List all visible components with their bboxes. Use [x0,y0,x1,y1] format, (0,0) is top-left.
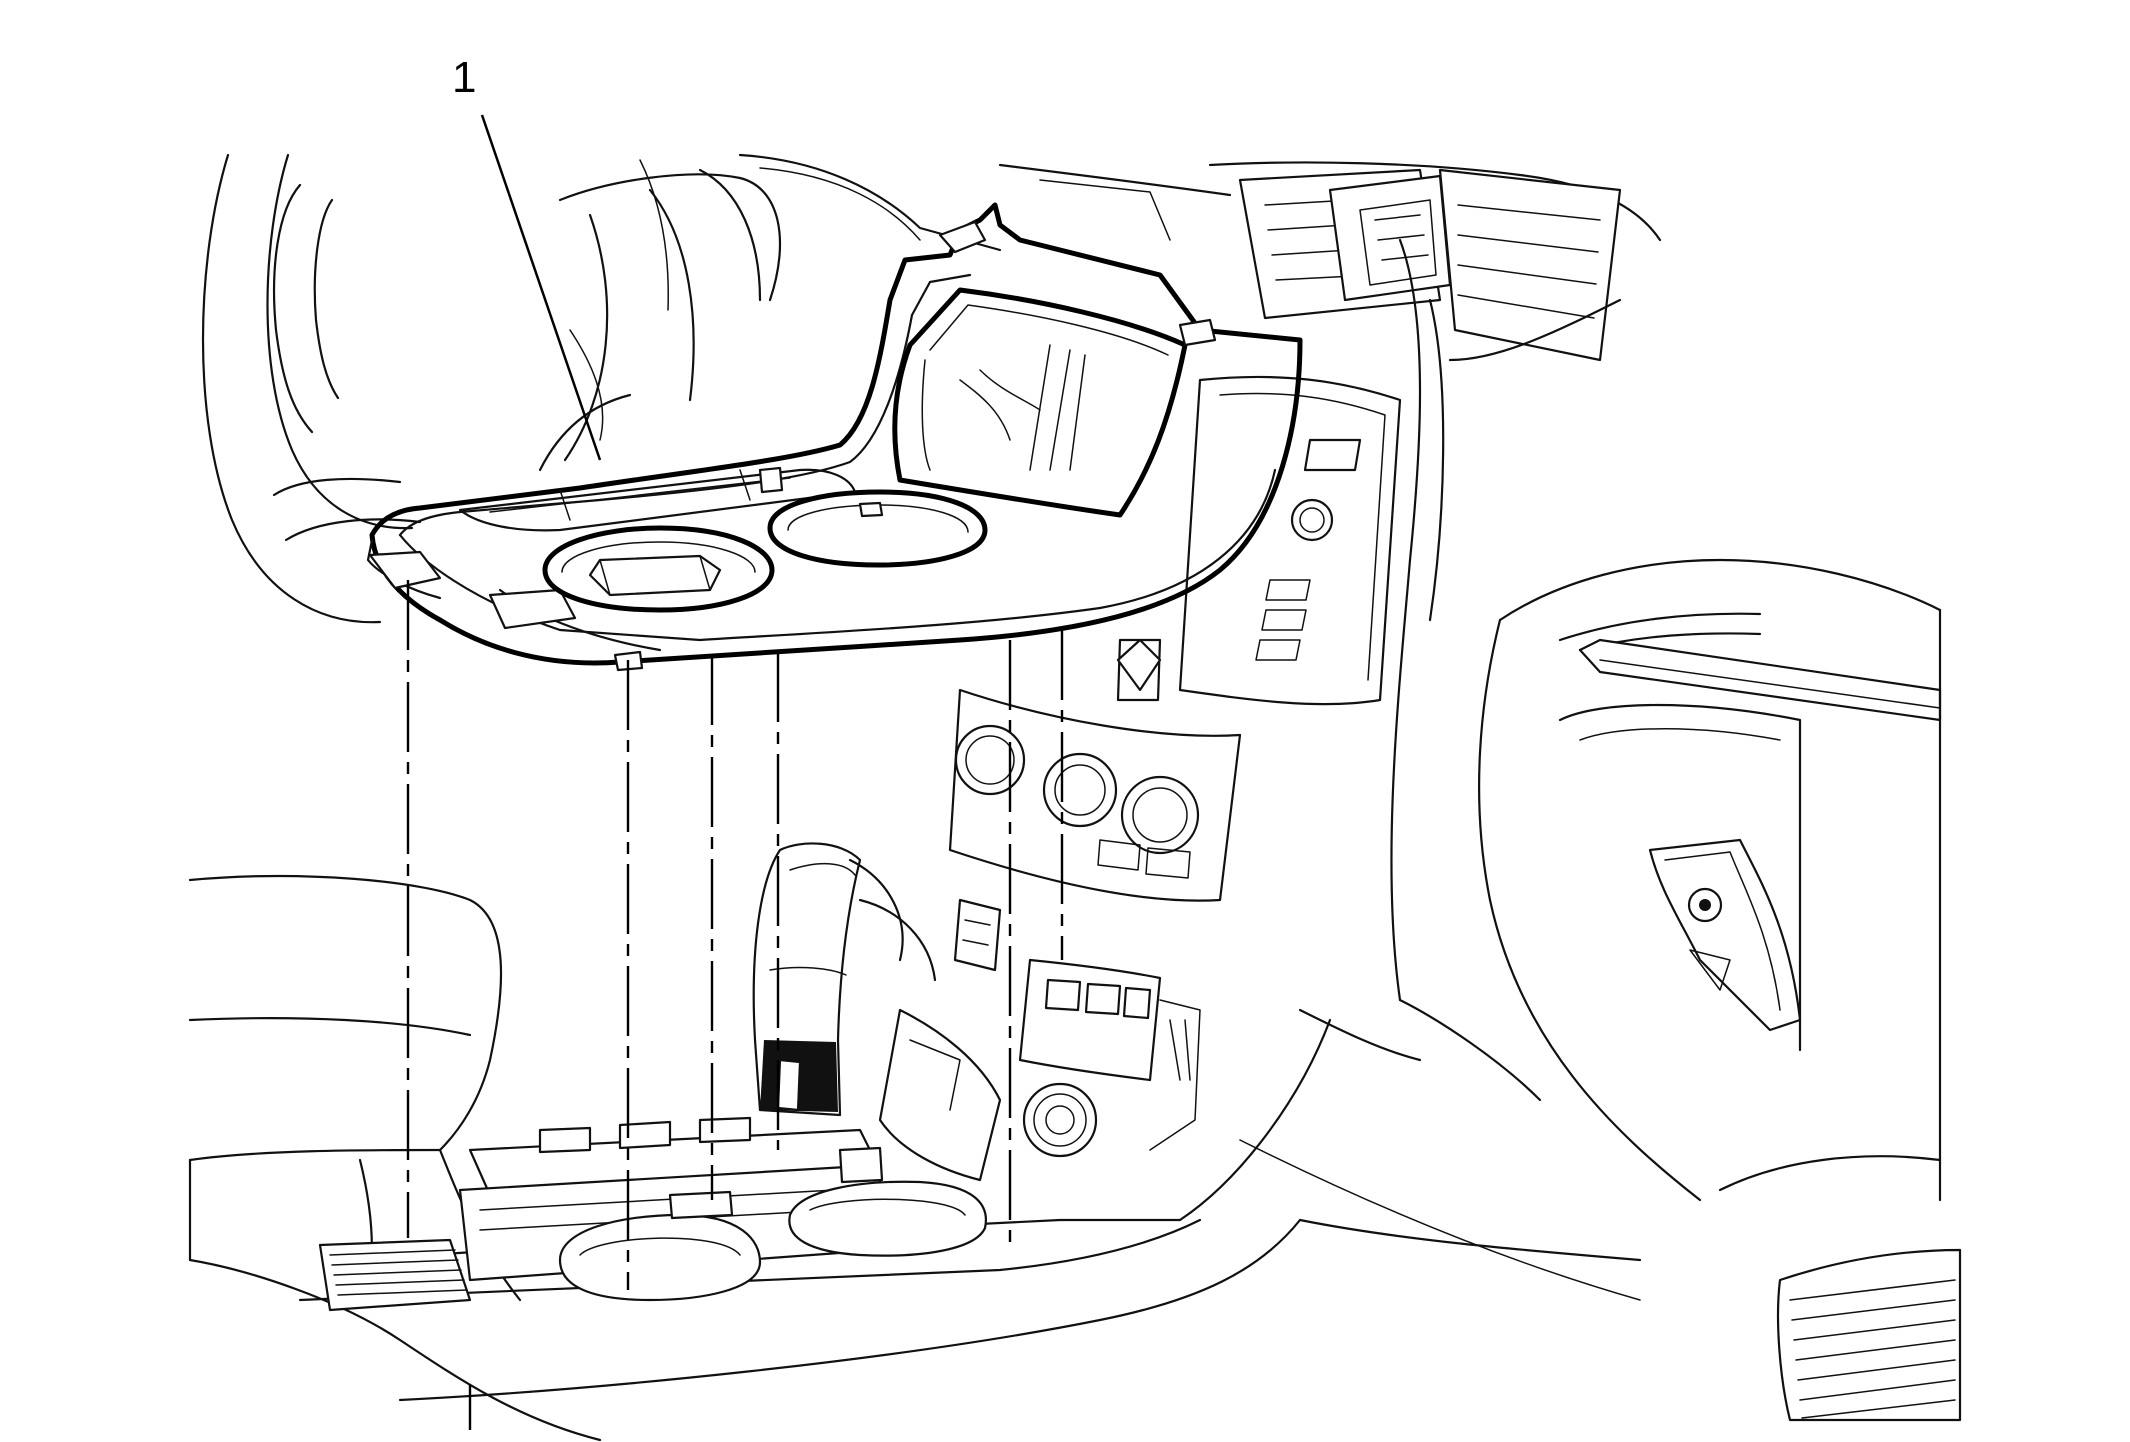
center-air-vents [1238,168,1622,362]
console-trim-plate [366,202,1303,672]
glove-box-latch [1648,838,1802,1032]
steering-wheel [201,153,782,624]
callout-1-leader [480,114,602,461]
gear-shifter [752,842,937,1117]
installation-guide-lines [406,580,1064,1430]
floor-vent [1776,1248,1962,1422]
center-stack [878,375,1402,1182]
instrument-panel-right [1298,238,1942,1202]
console-internal-components [458,1116,987,1302]
callout-1-label: 1 [452,53,477,102]
